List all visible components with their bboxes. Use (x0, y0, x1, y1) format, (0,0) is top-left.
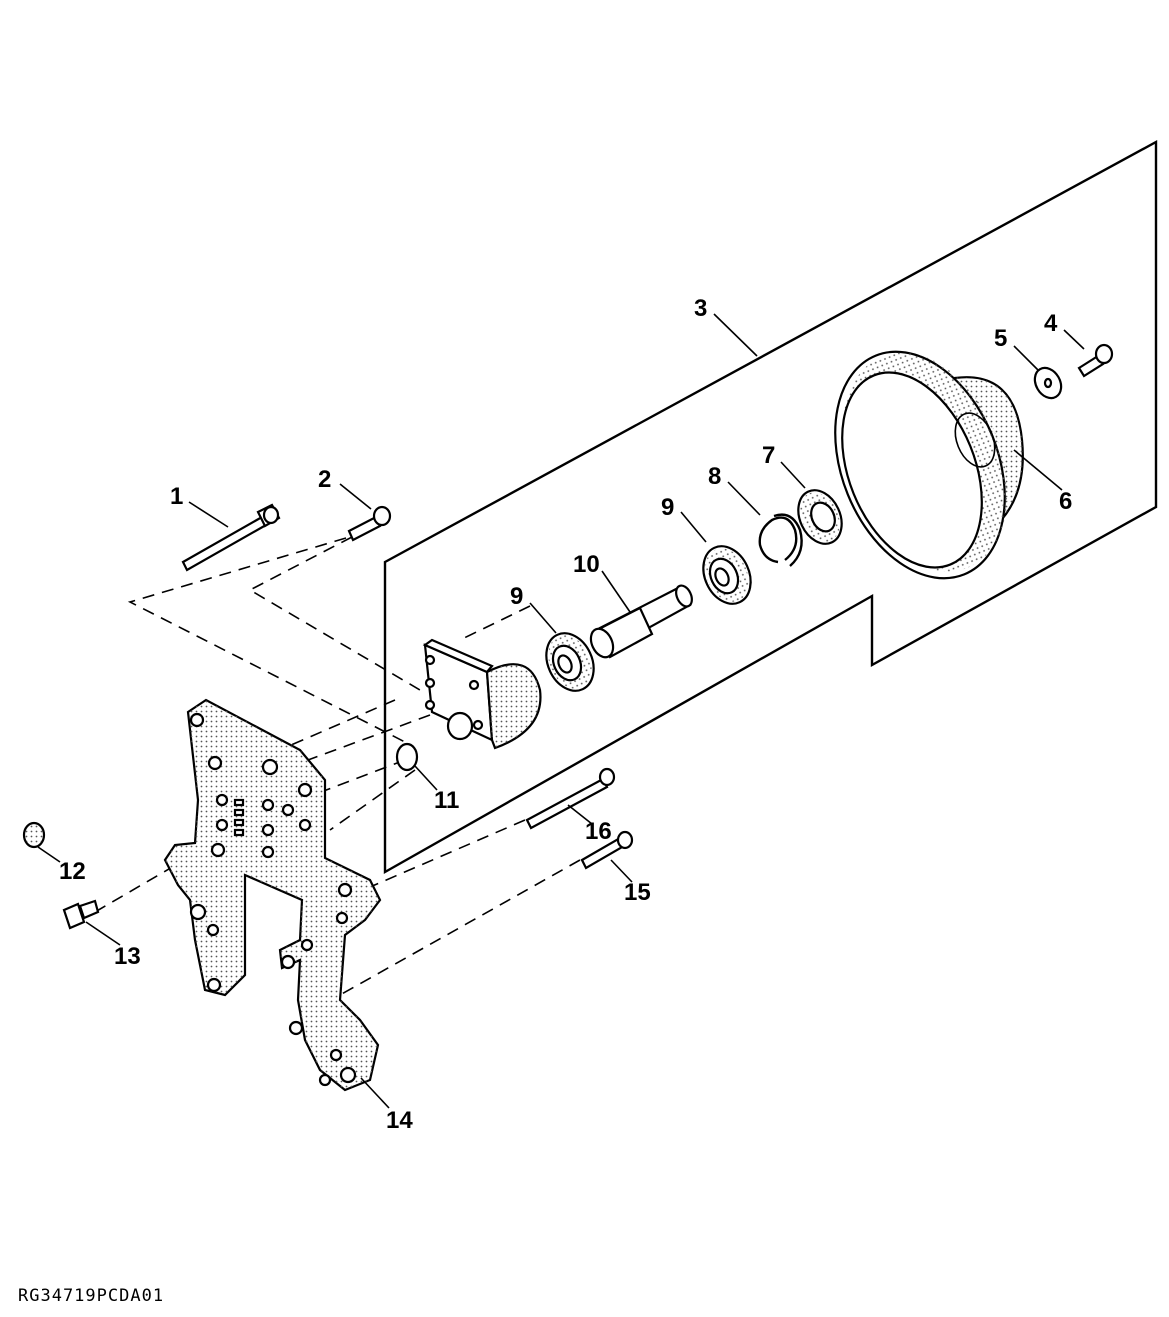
shaft (589, 584, 693, 659)
bearing-lower (545, 632, 595, 692)
callout-8: 8 (708, 463, 721, 490)
callout-5: 5 (994, 325, 1007, 352)
plug (395, 742, 419, 772)
callout-9-lower: 9 (510, 583, 523, 610)
bearing-housing (422, 638, 542, 750)
callouts: 1 2 3 4 5 6 7 8 9 10 9 11 12 13 14 15 16 (59, 295, 1072, 1134)
bearing-upper (702, 545, 752, 605)
cap (22, 821, 46, 849)
callout-1: 1 (170, 483, 183, 510)
washer (1033, 366, 1063, 400)
callout-6: 6 (1059, 488, 1072, 515)
pulley (834, 350, 1024, 580)
callout-7: 7 (762, 442, 775, 469)
callout-12: 12 (59, 858, 86, 885)
mounting-bracket (163, 698, 382, 1092)
callout-10: 10 (573, 551, 600, 578)
short-bolt (347, 505, 392, 542)
long-bolt (181, 503, 281, 572)
flange-bolt (62, 899, 100, 930)
seal (797, 489, 843, 545)
subassembly-frame (383, 139, 1158, 875)
leader-lines (37, 313, 1085, 1109)
callout-9-upper: 9 (661, 494, 674, 521)
snap-ring (758, 513, 803, 567)
callout-16: 16 (585, 818, 612, 845)
callout-4: 4 (1044, 310, 1058, 337)
callout-13: 13 (114, 943, 141, 970)
long-stud (525, 767, 616, 830)
bolt-15 (580, 830, 634, 870)
callout-15: 15 (624, 879, 651, 906)
callout-11: 11 (434, 787, 459, 814)
small-bolt (1077, 343, 1114, 378)
callout-3: 3 (694, 295, 707, 322)
callout-14: 14 (386, 1107, 413, 1134)
callout-2: 2 (318, 466, 331, 493)
figure-id: RG34719PCDA01 (18, 1286, 164, 1306)
